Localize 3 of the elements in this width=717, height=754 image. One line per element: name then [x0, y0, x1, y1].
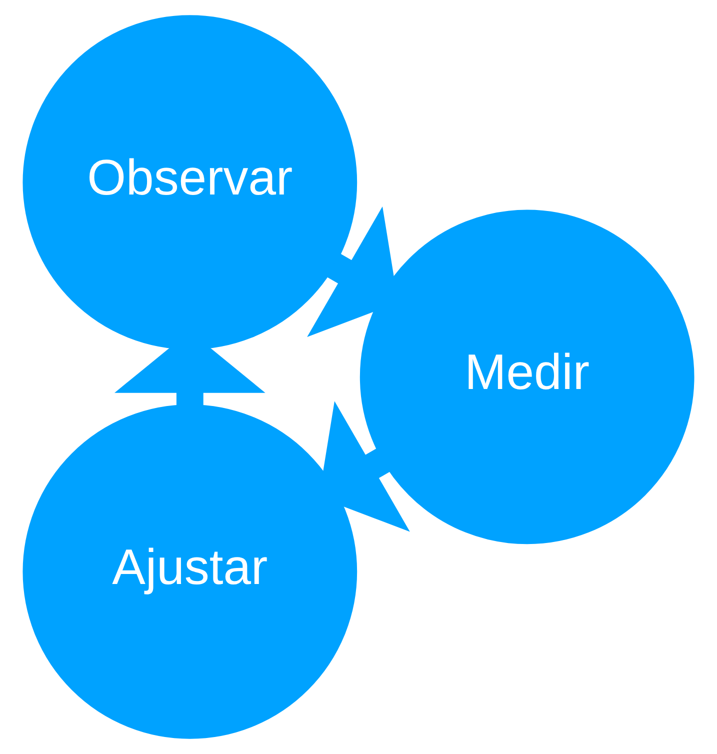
node-circle: Observar [22, 15, 358, 350]
node-circle: Medir [360, 210, 694, 544]
node-circle: Ajustar [22, 404, 358, 739]
